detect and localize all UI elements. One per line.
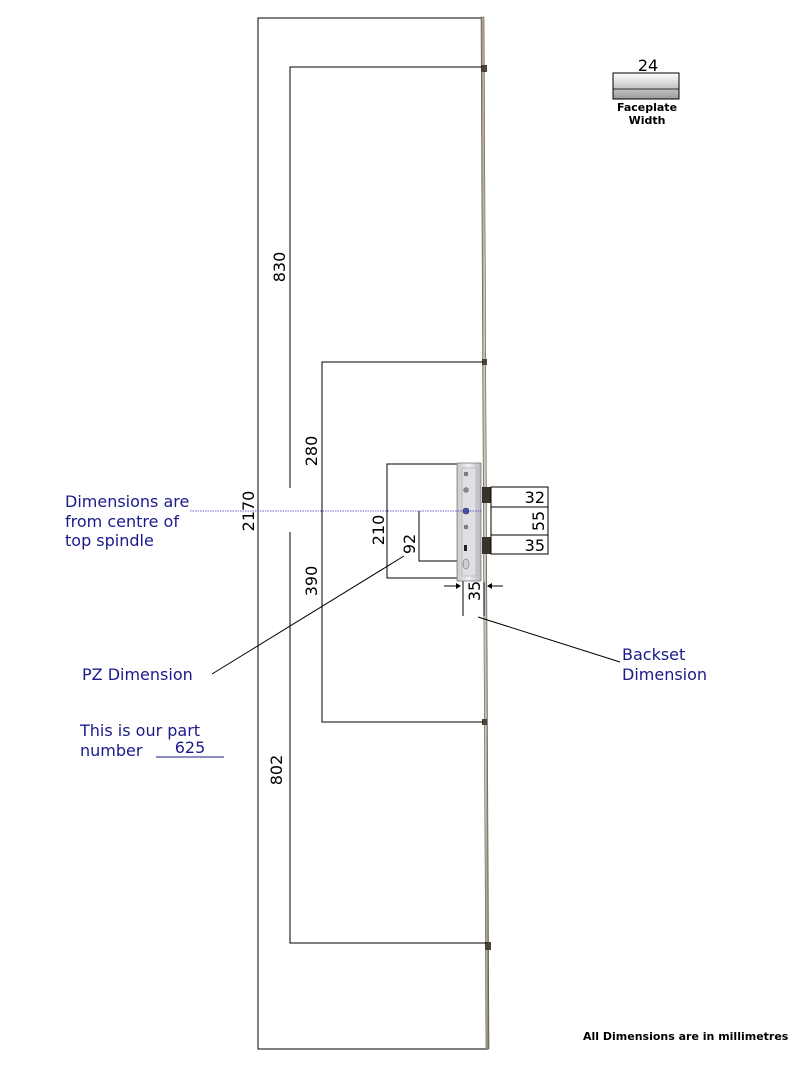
part-note-line1: This is our part	[79, 721, 200, 740]
backset-label-line1: Backset	[622, 645, 685, 664]
dead-bolt	[482, 537, 491, 554]
lower-roller-marker	[482, 719, 487, 725]
pz-bracket	[418, 511, 462, 562]
spindle-note-line3: top spindle	[65, 531, 154, 550]
gearbox-screw-mid	[463, 487, 469, 493]
keep-dim-box-bottom	[490, 534, 549, 555]
faceplate-width-value: 24	[638, 56, 658, 75]
faceplate-swatch	[612, 72, 680, 100]
dim-keep-bottom: 35	[525, 536, 545, 555]
dim-bottom-hook: 802	[267, 755, 286, 786]
faceplate-label-line2: Width	[629, 114, 666, 127]
dim-keep-mid: 55	[529, 511, 548, 531]
door-outline	[257, 17, 488, 1050]
backset-arrowhead-left	[456, 583, 461, 589]
bottom-hook-marker	[485, 942, 491, 950]
pz-leader-line	[211, 555, 405, 675]
cylinder-hole	[464, 545, 467, 551]
dim-top-hook: 830	[270, 252, 289, 283]
lock-faceplate-strip	[480, 16, 490, 1050]
part-note-prefix: number	[80, 741, 143, 760]
spindle-note-line2: from centre of	[65, 512, 179, 531]
upper-roller-bracket	[321, 361, 483, 511]
dim-backset: 35	[465, 581, 484, 601]
gearbox-screw-top	[463, 471, 469, 477]
dim-lower-roller: 390	[302, 566, 321, 597]
backset-label-line2: Dimension	[622, 665, 707, 684]
part-number-value: 625	[175, 738, 206, 757]
backset-arrowhead-right	[487, 583, 492, 589]
cylinder-cam	[462, 558, 470, 570]
dim-gearbox-height: 210	[369, 515, 388, 546]
backset-leader-line	[477, 616, 621, 663]
dim-pz: 92	[400, 534, 419, 554]
dim-upper-roller: 280	[302, 436, 321, 467]
upper-roller-marker	[482, 359, 487, 365]
top-hook-bracket	[289, 66, 482, 488]
units-note: All Dimensions are in millimetres	[583, 1030, 789, 1043]
bottom-hook-bracket	[289, 532, 487, 944]
top-hook-marker	[481, 65, 487, 72]
gearbox-bracket	[386, 463, 462, 579]
latch-bolt	[482, 487, 491, 503]
pz-dimension-label: PZ Dimension	[82, 665, 193, 684]
faceplate-label-line1: Faceplate	[617, 101, 677, 114]
spindle-note-line1: Dimensions are	[65, 492, 189, 511]
dim-keep-top: 32	[525, 488, 545, 507]
lower-roller-bracket	[321, 511, 483, 723]
dim-total-length: 2170	[239, 491, 258, 532]
gearbox-screw-low	[463, 524, 469, 530]
